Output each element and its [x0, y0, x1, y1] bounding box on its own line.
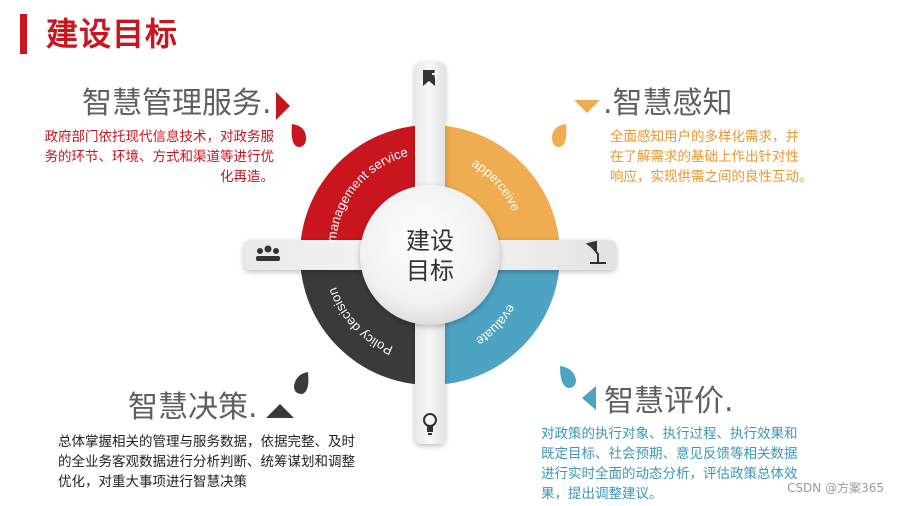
orange-drop-marker — [552, 124, 567, 147]
body-line: 进行实时全面的动态分析，评估政策总体效 — [541, 466, 798, 482]
body-management: 政府部门依托现代信息技术，对政务服 务的环节、环境、方式和渠道等进行优 化再造。 — [12, 127, 275, 187]
dark-triangle-marker — [266, 404, 294, 418]
body-line: 的全业务客观数据进行分析判断、统筹谋划和调整 — [58, 454, 355, 470]
body-line: 总体掌握相关的管理与服务数据，依据完整、及时 — [58, 434, 355, 450]
bookmark-plus-icon — [423, 70, 439, 86]
body-line: 在了解需求的基础上作出针对性 — [610, 149, 799, 165]
center-label-line2: 目标 — [406, 257, 454, 285]
red-triangle-marker — [276, 92, 290, 120]
center-circle — [360, 185, 500, 325]
body-line: 既定目标、社会预期、意见反馈等相关数据 — [541, 446, 798, 462]
page-title: 建设目标 — [46, 15, 179, 53]
dark-drop-marker — [294, 372, 309, 394]
orange-triangle-marker — [574, 100, 600, 113]
body-line: 优化，对重大事项进行智慧决策 — [58, 474, 247, 490]
title-accent-bar — [20, 14, 27, 54]
lightbulb-icon — [423, 413, 437, 435]
desk-lamp-icon — [585, 240, 606, 264]
body-line: 果，提出调整建议。 — [541, 486, 663, 502]
body-line: 对政策的执行对象、执行过程、执行效果和 — [541, 426, 798, 442]
heading-perception: .智慧感知 — [603, 86, 733, 121]
body-line: 务的环节、环境、方式和渠道等进行优 — [44, 149, 275, 165]
watermark: CSDN @方案365 — [787, 481, 884, 495]
body-perception: 全面感知用户的多样化需求，并 在了解需求的基础上作出针对性 响应，实现供需之间的… — [610, 127, 840, 187]
body-line: 化再造。 — [220, 169, 274, 185]
heading-management: 智慧管理服务. — [82, 86, 272, 121]
body-line: 响应，实现供需之间的良性互动。 — [610, 169, 813, 185]
blue-drop-marker — [560, 366, 576, 388]
body-decision: 总体掌握相关的管理与服务数据，依据完整、及时 的全业务客观数据进行分析判断、统筹… — [58, 432, 398, 492]
center-label-line1: 建设 — [406, 227, 454, 255]
body-line: 全面感知用户的多样化需求，并 — [610, 129, 799, 145]
heading-evaluation: 智慧评价. — [604, 384, 734, 419]
meeting-group-icon — [256, 245, 280, 261]
heading-decision: 智慧决策. — [128, 390, 258, 425]
red-drop-marker — [291, 124, 306, 147]
body-line: 政府部门依托现代信息技术，对政务服 — [44, 129, 275, 145]
blue-triangle-marker — [582, 386, 596, 410]
body-evaluation: 对政策的执行对象、执行过程、执行效果和 既定目标、社会预期、意见反馈等相关数据 … — [541, 424, 841, 504]
